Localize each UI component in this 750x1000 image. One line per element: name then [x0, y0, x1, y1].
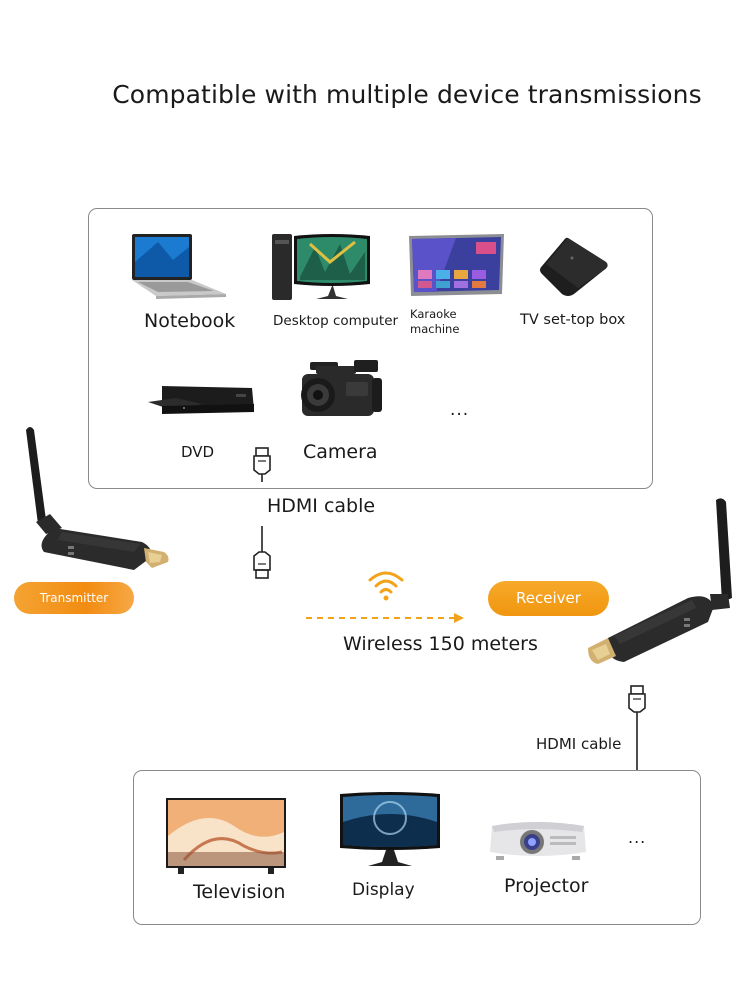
karaoke-machine-label: Karaoke machine	[410, 307, 459, 337]
television-label: Television	[193, 881, 286, 903]
projector-image	[490, 822, 586, 860]
display-monitor-image	[340, 792, 440, 866]
desktop-computer-label: Desktop computer	[273, 313, 399, 329]
dvd-player-image	[148, 386, 254, 414]
dvd-label: DVD	[181, 443, 215, 461]
karaoke-label-line1: Karaoke	[410, 307, 457, 321]
karaoke-machine-image	[409, 234, 504, 296]
transmitter-badge: Transmitter	[14, 582, 134, 614]
tv-set-top-box-label: TV set-top box	[520, 312, 626, 328]
desktop-computer-image	[272, 234, 370, 300]
display-label: Display	[352, 880, 415, 900]
camera-label: Camera	[303, 441, 378, 463]
hdmi-cable-top	[253, 447, 271, 579]
receiver-device-image	[588, 498, 732, 664]
more-sources-ellipsis: ...	[450, 400, 470, 420]
hdmi-cable-bottom-label: HDMI cable	[536, 735, 622, 753]
camera-image	[301, 360, 382, 416]
more-displays-ellipsis: ...	[628, 828, 647, 847]
transmitter-device-image	[26, 427, 169, 570]
karaoke-label-line2: machine	[410, 322, 460, 336]
wireless-arrow	[306, 613, 464, 623]
page-title: Compatible with multiple device transmis…	[112, 80, 702, 109]
notebook-image	[132, 234, 226, 299]
hdmi-cable-top-label: HDMI cable	[267, 495, 376, 517]
receiver-badge: Receiver	[488, 581, 609, 616]
projector-label: Projector	[504, 875, 589, 897]
notebook-label: Notebook	[144, 310, 236, 332]
wireless-distance-label: Wireless 150 meters	[343, 633, 538, 655]
tv-set-top-box-image	[540, 237, 608, 296]
wifi-icon	[368, 571, 404, 601]
television-image	[166, 798, 286, 874]
